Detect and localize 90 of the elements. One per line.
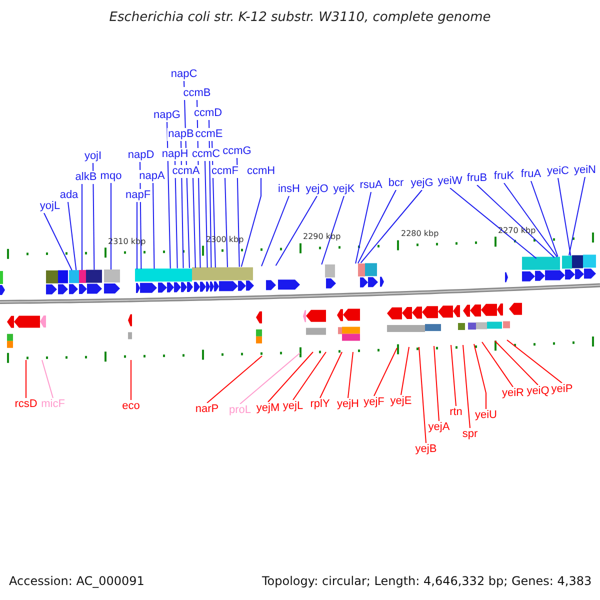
leader-line <box>192 178 196 268</box>
leader-line <box>476 184 555 258</box>
leader-line <box>506 340 562 384</box>
leader-line <box>261 196 290 267</box>
leader-line <box>530 180 558 257</box>
leader-line <box>348 352 354 398</box>
leader-line <box>204 160 208 268</box>
leader-line <box>320 352 342 398</box>
leader-line <box>68 202 77 271</box>
gene-label: bcr <box>387 177 405 190</box>
gene-label: yejM <box>255 402 281 415</box>
gene-label: ccmA <box>171 165 201 178</box>
gene-label: fruB <box>466 172 488 185</box>
gene-label: yeiP <box>550 383 574 396</box>
leader-line <box>434 346 440 422</box>
gene-label: mqo <box>99 170 123 183</box>
gene-label: proL <box>228 404 252 417</box>
gene-label: yeiQ <box>526 385 550 398</box>
gene-label: yejG <box>410 177 434 190</box>
gene-label: alkB <box>74 171 98 184</box>
leader-line <box>462 344 470 428</box>
leader-line <box>450 188 537 259</box>
gene-label: ccmC <box>190 148 222 161</box>
gene-label: rplY <box>309 398 331 411</box>
leader-line <box>240 352 300 404</box>
leader-line <box>321 196 344 265</box>
leader-line <box>474 344 486 410</box>
genome-info-text: Topology: circular; Length: 4,646,332 bp; Genes: 4,383 <box>262 574 592 588</box>
gene-label: yejA <box>427 421 451 434</box>
leader-line <box>568 176 586 256</box>
gene-label: yeiR <box>501 387 525 400</box>
gene-label: napF <box>124 189 152 202</box>
gene-label: insH <box>277 183 301 196</box>
gene-label: yejF <box>362 396 386 409</box>
leader-line <box>92 162 95 270</box>
gene-label: fruK <box>492 170 516 183</box>
gene-label: napH <box>160 148 190 161</box>
gene-label: yeiU <box>474 409 498 422</box>
gene-label: napG <box>152 109 182 122</box>
gene-label: yojI <box>83 150 103 163</box>
leader-line <box>130 360 132 400</box>
leader-line <box>374 348 398 396</box>
leader-line <box>360 190 422 264</box>
leader-line <box>206 356 262 404</box>
gene-label: yojL <box>38 200 62 213</box>
leader-line <box>355 192 372 264</box>
leader-line <box>292 352 326 400</box>
gene-label: ccmB <box>182 87 212 100</box>
leader-line <box>275 196 318 266</box>
gene-label: napA <box>138 170 166 183</box>
leader-line <box>240 178 262 268</box>
gene-label: yeiC <box>546 165 570 178</box>
gene-label: napC <box>170 68 198 81</box>
gene-label: yejB <box>414 443 438 456</box>
leader-line <box>400 346 410 396</box>
leader-line <box>224 178 228 268</box>
leader-line <box>44 212 72 271</box>
accession-text: Accession: AC_000091 <box>9 574 144 588</box>
title: Escherichia coli str. K-12 substr. W3110, complete genome <box>109 10 491 25</box>
leader-line <box>504 182 558 258</box>
leader-line <box>42 360 54 398</box>
scale-label: 2280 kbp <box>401 229 439 239</box>
gene-label: yejL <box>282 400 304 413</box>
leader-line <box>482 342 514 388</box>
leader-line <box>357 190 396 264</box>
leader-line <box>236 158 240 268</box>
leader-line <box>418 346 426 444</box>
gene-label: yejK <box>332 183 356 196</box>
gene-label: rsuA <box>358 179 384 192</box>
gene-label: yejH <box>336 398 360 411</box>
gene-label: yeiW <box>436 175 464 188</box>
leader-line <box>268 352 314 402</box>
gene-label: napD <box>126 149 156 162</box>
gene-label: ccmF <box>210 165 240 178</box>
leader-line <box>166 122 171 269</box>
leader-line <box>494 340 538 386</box>
leader-line <box>110 182 112 270</box>
gene-label: fruA <box>520 168 542 181</box>
leader-line <box>174 160 178 269</box>
gene-label: ccmD <box>192 107 224 120</box>
leader-line <box>558 178 572 256</box>
gene-label: ccmE <box>194 128 224 141</box>
leader-line <box>450 344 456 406</box>
gene-label: yejE <box>389 395 413 408</box>
gene-label: napB <box>167 128 195 141</box>
gene-label: spr <box>461 428 479 441</box>
leader-line <box>136 202 138 270</box>
gene-label: yeiN <box>573 164 597 177</box>
gene-label: yejO <box>304 183 330 196</box>
leader-line <box>152 182 155 270</box>
